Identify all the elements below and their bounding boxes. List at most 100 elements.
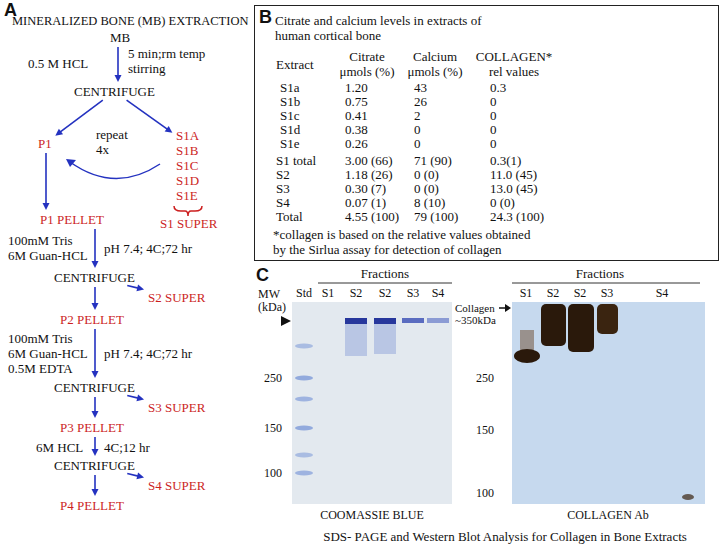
node-text: P1 — [38, 136, 52, 151]
coomassie-gel — [292, 302, 452, 504]
table-cell: 0.30 (7) — [345, 181, 386, 196]
table-cell: S1a — [280, 80, 300, 95]
repeat-loop-line — [70, 162, 160, 179]
blot-caption: COLLAGEN Ab — [567, 508, 649, 523]
flow-line — [45, 153, 47, 205]
node-text: S1A S1B S1C S1D S1E — [176, 128, 199, 203]
arrowhead — [136, 473, 144, 480]
condition-note: pH 7.4; 4C;72 hr — [104, 241, 192, 256]
gel-band — [345, 318, 367, 324]
flow-arrow — [115, 47, 122, 82]
node-text: CENTRIFUGE — [74, 84, 155, 99]
arrowhead — [136, 285, 144, 292]
table-cell: 0.75 — [345, 94, 368, 109]
flow-line — [117, 47, 119, 77]
arrowhead — [92, 449, 99, 456]
table-cell: S1b — [280, 94, 300, 109]
node-text: P1 PELLET — [40, 212, 104, 227]
flow-arrow — [55, 100, 102, 135]
ladder-band — [295, 426, 313, 431]
pool-brace — [174, 206, 202, 216]
arrowhead — [92, 261, 99, 268]
process-step: CENTRIFUGE — [52, 458, 137, 473]
table-cell: 8 (10) — [414, 195, 445, 210]
node-text: CENTRIFUGE — [54, 380, 135, 395]
panel-heading: MINERALIZED BONE (MB) EXTRACTION — [12, 14, 248, 29]
process-step: CENTRIFUGE — [52, 380, 137, 395]
fraction-label: P2 PELLET — [58, 312, 126, 327]
node-text: S1 SUPER — [160, 216, 217, 231]
table-cell: 3.00 (66) — [345, 153, 393, 168]
gel-band — [374, 318, 396, 324]
table-cell: 26 — [414, 94, 427, 109]
lane-label: S1 — [322, 286, 335, 301]
flow-line — [94, 475, 96, 491]
arrowhead — [92, 489, 99, 496]
blot-smear — [520, 330, 534, 352]
table-cell: 0 (0) — [414, 181, 439, 196]
table-cell: 0 — [490, 108, 497, 123]
node-text: S2 SUPER — [148, 290, 205, 305]
ladder-band — [295, 344, 313, 349]
flow-arrow — [92, 437, 99, 456]
marker-arrowhead — [281, 316, 291, 326]
flow-arrow — [92, 475, 99, 496]
lane-label: S1 — [520, 286, 533, 301]
axis-title: MW (kDa) — [258, 288, 286, 314]
process-step: CENTRIFUGE — [72, 84, 157, 99]
flow-arrow — [92, 229, 99, 268]
table-cell: S1d — [280, 122, 300, 137]
flow-arrow — [43, 153, 50, 210]
table-cell: S1 total — [276, 153, 316, 168]
gel-band — [402, 318, 424, 323]
table-cell: 0 — [490, 94, 497, 109]
table-cell: 79 (100) — [414, 209, 458, 224]
table-cell: 1.20 — [345, 80, 368, 95]
mw-marker: 150 — [476, 423, 494, 438]
blot-band — [568, 304, 594, 352]
blot-band — [541, 304, 566, 346]
lane-label: Std — [296, 286, 312, 301]
table-cell: S2 — [276, 167, 290, 182]
table-cell: 0.38 — [345, 122, 368, 137]
flow-arrow — [92, 329, 99, 378]
table-cell: 0.3(1) — [490, 153, 521, 168]
lane-label: S4 — [432, 286, 445, 301]
flow-arrow — [127, 100, 173, 133]
table-cell: 24.3 (100) — [490, 209, 544, 224]
table-cell: 0.41 — [345, 108, 368, 123]
condition-note: 4C;12 hr — [104, 440, 150, 455]
repeat-loop-head — [66, 159, 76, 167]
arrowhead — [92, 411, 99, 418]
gel-smear — [345, 324, 367, 356]
table-cell: 0 (0) — [490, 195, 515, 210]
arrowhead — [165, 126, 173, 133]
mw-marker: 100 — [476, 486, 494, 501]
node-text: P4 PELLET — [60, 498, 124, 513]
axis-title: Fractions — [576, 266, 624, 281]
arrowhead — [92, 371, 99, 378]
condition-note: pH 7.4; 4C;72 hr — [104, 346, 192, 361]
ladder-band — [295, 376, 313, 381]
node-text: S3 SUPER — [148, 400, 205, 415]
mw-marker: 250 — [476, 371, 494, 386]
fractions-rule — [318, 283, 452, 284]
repeat-note: repeat 4x — [96, 127, 128, 157]
axis-title: Fractions — [361, 266, 409, 281]
mw-marker: 150 — [264, 421, 282, 436]
lane-label: S3 — [601, 286, 614, 301]
lane-label: S2 — [379, 286, 392, 301]
fraction-list: S1A S1B S1C S1D S1E — [174, 128, 201, 203]
node-text: P3 PELLET — [60, 420, 124, 435]
table-cell: 2 — [414, 108, 421, 123]
table-cell: S4 — [276, 195, 290, 210]
flow-line — [94, 329, 96, 373]
gel-band — [427, 318, 449, 323]
reagent-note: 6M HCL — [36, 440, 83, 455]
data-table-box: Citrate and calcium levels in extracts o… — [254, 5, 719, 261]
collagen-pointer-head — [505, 304, 511, 312]
mw-marker: 100 — [264, 466, 282, 481]
table-cell: 4.55 (100) — [345, 209, 399, 224]
process-step: CENTRIFUGE — [52, 270, 137, 285]
